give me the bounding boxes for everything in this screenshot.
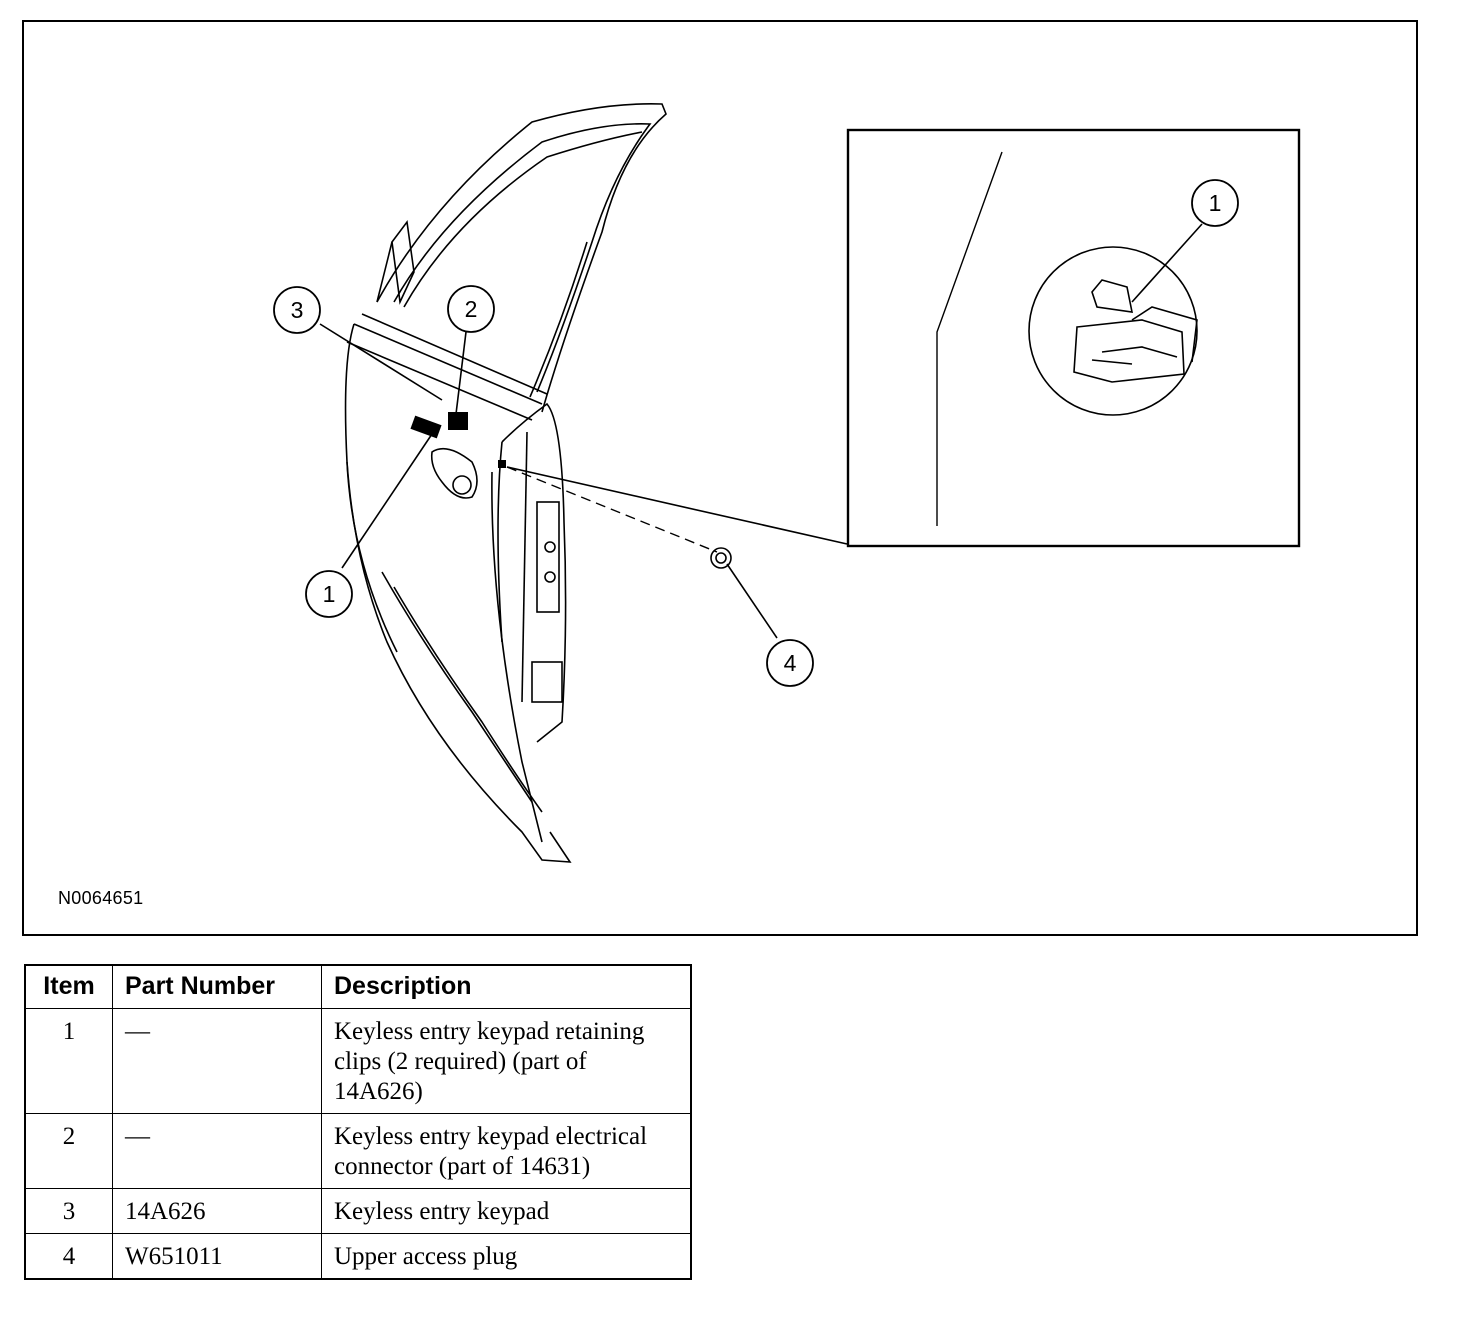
row-part-number: — bbox=[112, 1113, 322, 1189]
header-item: Item bbox=[24, 964, 113, 1009]
clip-detail-circle bbox=[1028, 246, 1198, 416]
figure-id-label: N0064651 bbox=[58, 888, 144, 908]
plug-dash-line bbox=[506, 466, 718, 553]
table-row: 4 W651011 Upper access plug bbox=[24, 1233, 692, 1280]
access-plug bbox=[710, 547, 732, 569]
row-item: 2 bbox=[24, 1113, 113, 1189]
row-part-number: 14A626 bbox=[112, 1188, 322, 1234]
table-header-row: Item Part Number Description bbox=[24, 964, 692, 1009]
diagram-figure: 3 2 1 4 1 N0064651 bbox=[22, 20, 1418, 936]
row-description: Keyless entry keypad retaining clips (2 … bbox=[321, 1008, 692, 1114]
table-row: 1 — Keyless entry keypad retaining clips… bbox=[24, 1008, 692, 1114]
door-outline bbox=[344, 103, 667, 863]
callout-2-label: 2 bbox=[465, 296, 478, 322]
row-item: 3 bbox=[24, 1188, 113, 1234]
row-description: Keyless entry keypad electrical connecto… bbox=[321, 1113, 692, 1189]
callout-1: 1 bbox=[305, 570, 353, 618]
callout-1-label: 1 bbox=[323, 581, 336, 607]
parts-table: Item Part Number Description 1 — Keyless… bbox=[24, 964, 692, 1280]
retaining-clip-detail bbox=[1073, 279, 1198, 383]
callout-1-inset: 1 bbox=[1191, 179, 1239, 227]
keypad-part bbox=[410, 412, 506, 468]
table-row: 2 — Keyless entry keypad electrical conn… bbox=[24, 1113, 692, 1189]
callout-3-label: 3 bbox=[291, 297, 304, 323]
inset-door-edge bbox=[936, 151, 1003, 526]
row-part-number: W651011 bbox=[112, 1233, 322, 1280]
callout-2: 2 bbox=[447, 285, 495, 333]
row-part-number: — bbox=[112, 1008, 322, 1114]
callout-1-inset-label: 1 bbox=[1209, 190, 1222, 216]
table-row: 3 14A626 Keyless entry keypad bbox=[24, 1188, 692, 1234]
door-diagram-svg: 3 2 1 4 1 bbox=[273, 103, 1301, 863]
callout-4-label: 4 bbox=[784, 650, 797, 676]
row-description: Keyless entry keypad bbox=[321, 1188, 692, 1234]
header-description: Description bbox=[321, 964, 692, 1009]
row-description: Upper access plug bbox=[321, 1233, 692, 1280]
callout-4: 4 bbox=[766, 639, 814, 687]
row-item: 4 bbox=[24, 1233, 113, 1280]
row-item: 1 bbox=[24, 1008, 113, 1114]
header-part-number: Part Number bbox=[112, 964, 322, 1009]
callout-3: 3 bbox=[273, 286, 321, 334]
